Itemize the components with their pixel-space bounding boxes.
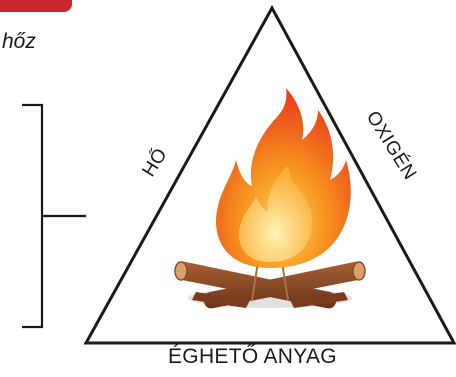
fuel-label: ÉGHETŐ ANYAG: [168, 345, 368, 369]
oxygen-label: OXIGÉN: [362, 108, 421, 184]
campfire-icon: [175, 88, 365, 308]
heat-label: HŐ: [138, 144, 172, 181]
side-bracket: [22, 105, 86, 327]
